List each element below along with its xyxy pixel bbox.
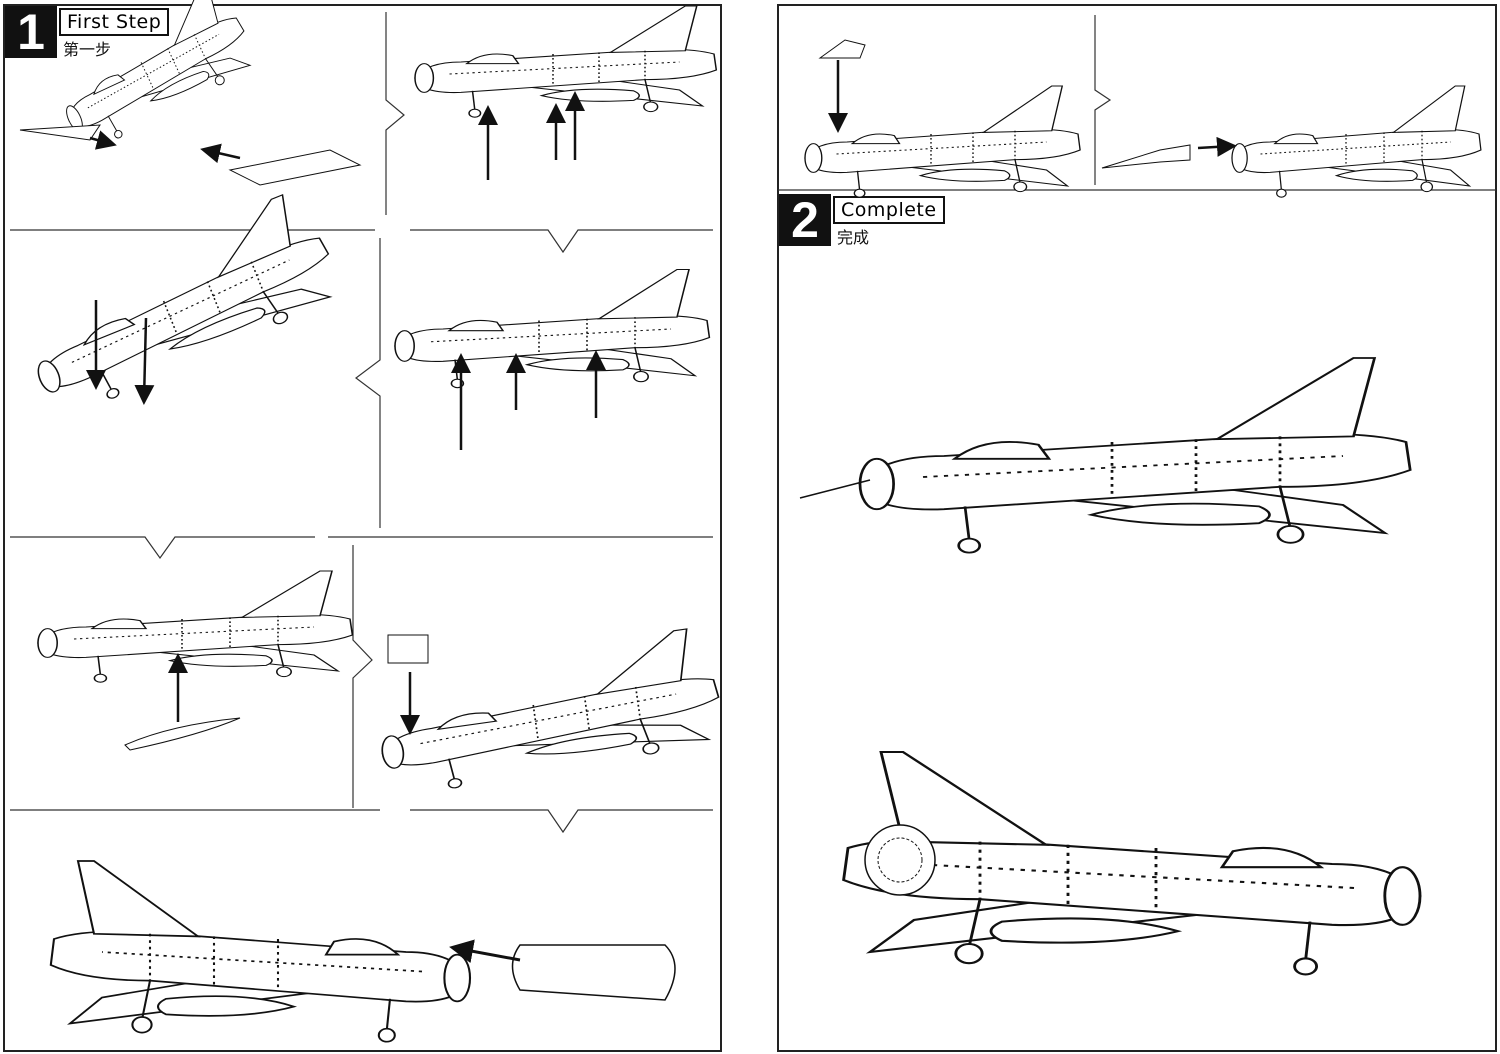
step-number: 2 [779,194,831,246]
step-title: Complete [833,196,945,224]
step-1-panel: 1 First Step 第一步 [3,4,722,1052]
step-number: 1 [5,6,57,58]
panel-dividers [10,12,1496,834]
step-title: First Step [59,8,170,36]
complete-aircraft-front [858,356,1412,554]
step-subtitle: 第一步 [63,40,112,59]
step-subtitle: 完成 [837,228,870,247]
